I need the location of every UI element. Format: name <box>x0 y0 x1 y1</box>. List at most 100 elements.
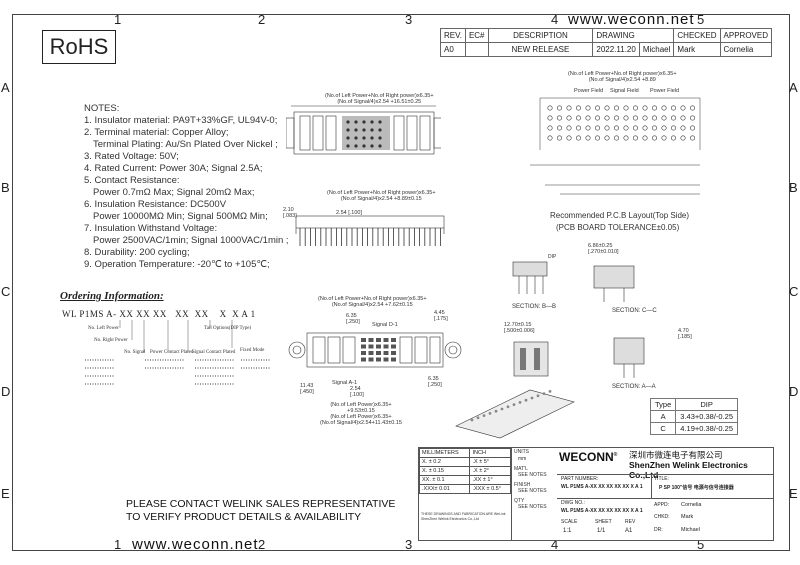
brand-text: WECONN <box>559 450 614 464</box>
zone-top-1: 1 <box>114 12 122 27</box>
top-view-dim: (No.of Left Power+No.of Right power)x6.3… <box>325 93 434 105</box>
zone-bottom-2: 2 <box>258 537 266 552</box>
side-height-mm: 2.10 <box>283 207 294 213</box>
front-pitch-in: [.250] <box>346 319 360 325</box>
front-right-pitch: 6.35[.250] <box>428 376 442 388</box>
drawing-frame <box>12 14 790 551</box>
zone-top-4: 4 <box>551 12 559 27</box>
section-aa-dim: 4.70[.185] <box>678 328 692 340</box>
front-view-dim: (No.of Left Power+No.of Right power)x6.3… <box>318 296 427 308</box>
tol-3b: .XX ± 1° <box>469 475 511 485</box>
legend-signal-plated: Signal Contact Plated <box>192 350 236 355</box>
brand-logo: WECONN® <box>559 450 618 464</box>
revision-table: REV. EC# DESCRIPTION DRAWING CHECKED APP… <box>440 28 773 57</box>
website-bottom[interactable]: www.weconn.net <box>132 536 259 553</box>
matl-val: SEE NOTES <box>518 472 547 478</box>
pcb-power-field-left: Power Field <box>574 88 604 94</box>
tol-2a: X. ± 0.15 <box>418 466 471 476</box>
finish-label: FINISH <box>514 482 531 488</box>
zone-right-D: D <box>789 384 799 399</box>
section-bb-dip: DIP <box>548 254 557 260</box>
tol-1a: X. ± 0.2 <box>418 457 471 467</box>
dr-val: Michael <box>681 527 700 533</box>
tol-4b: .XXX ± 0.5° <box>469 484 511 494</box>
note-8: 8. Durability: 200 cycling; <box>84 247 190 258</box>
qty-label: QTY <box>514 498 525 504</box>
section-mid-mm: 12.70±0.15 <box>504 322 532 328</box>
front-small-mm: 2.54 <box>350 386 361 392</box>
units-label: UNITS <box>514 449 529 455</box>
note-9: 9. Operation Temperature: -20℃ to +105℃; <box>84 259 270 270</box>
chkd-val: Mark <box>681 514 694 520</box>
note-5: 5. Contact Resistance: <box>84 175 180 186</box>
section-aa-in: [.185] <box>678 334 692 340</box>
approved-val: Cornelia <box>719 42 773 57</box>
top-view-drawing <box>286 105 441 155</box>
zone-left-A: A <box>1 80 10 95</box>
title-label: TITLE: <box>654 476 670 482</box>
company-en: ShenZhen Welink Electronics Co.,Ltd <box>629 460 748 480</box>
zone-right-A: A <box>789 80 798 95</box>
tol-2b: .X ± 2° <box>469 466 511 476</box>
zone-right-B: B <box>789 180 798 195</box>
rev-val: A0 <box>440 42 466 57</box>
tol-1b: .X ± 5° <box>469 457 511 467</box>
zone-bottom-4: 4 <box>551 537 559 552</box>
contact-line-2: TO VERIFY PRODUCT DETAILS & AVAILABILITY <box>126 511 362 523</box>
side-view-drawing <box>295 215 445 246</box>
pcb-caption-2: (PCB BOARD TOLERANCE±0.05) <box>556 223 680 232</box>
legend-left-power: No. Left Power <box>88 326 119 331</box>
side-view-height: 2.10[.083] <box>283 207 297 219</box>
zone-right-C: C <box>789 284 799 299</box>
inch-hdr: INCH <box>469 448 511 458</box>
legend-fixed: Fixed Mode <box>240 348 265 353</box>
chkd-label: CHKD: <box>654 514 670 520</box>
pcb-dim-line2: (No.of Signal/4)x2.54 +8.89 <box>588 77 656 83</box>
sheet-val: 1/1 <box>597 528 606 534</box>
side-view-dim: (No.of Left Power+No.of Right power)x6.3… <box>327 190 436 202</box>
zone-bottom-3: 3 <box>405 537 413 552</box>
section-cc-drawing <box>593 265 635 302</box>
appd-label: APPD: <box>654 502 670 508</box>
section-mid-drawing <box>513 341 549 377</box>
note-5b: Power 0.7mΩ Max; Signal 20mΩ Max; <box>93 187 255 198</box>
isometric-view <box>455 389 575 439</box>
qty-val: SEE NOTES <box>518 504 547 510</box>
front-small-in: [.100] <box>350 392 364 398</box>
type-c: C <box>649 422 677 435</box>
front-dim-line1: (No.of Left Power+No.of Right power)x6.3… <box>318 296 427 302</box>
dr-label: DR: <box>654 527 663 533</box>
ordering-part-code: WL P1MS A- XX XX XX XX XX X X A 1 <box>62 309 256 319</box>
part-label: PART NUMBER: <box>561 476 599 482</box>
pcb-signal-field: Signal Field <box>610 88 639 94</box>
ec-val <box>464 42 489 57</box>
drawing-title: P SP 100"信号 电源与信号连接器 <box>659 485 734 491</box>
zone-top-3: 3 <box>405 12 413 27</box>
pcb-power-field-right: Power Field <box>650 88 680 94</box>
dwg-label: DWG NO.: <box>561 500 585 506</box>
units-val: mm <box>518 456 527 462</box>
front-height-in: [.450] <box>300 389 314 395</box>
zone-left-C: C <box>1 284 11 299</box>
note-7: 7. Insulation Withstand Voltage: <box>84 223 218 234</box>
checked-val: Mark <box>673 42 721 57</box>
zone-bottom-5: 5 <box>697 537 705 552</box>
zone-right-E: E <box>789 486 798 501</box>
section-cc-mm: 6.86±0.25 <box>588 243 613 249</box>
front-view-drawing <box>288 332 462 368</box>
front-pitch: 6.35[.250] <box>346 313 360 325</box>
bottom-dim-2: +9.53±0.15 <box>347 408 375 414</box>
notes-title: NOTES: <box>84 103 120 114</box>
legend-power-plated: Power Contact Plated <box>150 350 194 355</box>
zone-left-D: D <box>1 384 11 399</box>
note-2b: Terminal Plating: Au/Sn Plated Over Nick… <box>93 139 278 150</box>
dip-c: 4.19+0.38/-0.25 <box>675 422 739 435</box>
ordering-legend-lines <box>119 320 233 352</box>
side-view-pitch: 2.54 [.100] <box>336 210 362 216</box>
scale-hdr: SCALE <box>561 519 578 525</box>
checked-hdr: CHECKED <box>673 28 721 43</box>
website-top[interactable]: www.weconn.net <box>568 11 695 28</box>
front-height: 11.43[.450] <box>300 383 314 395</box>
